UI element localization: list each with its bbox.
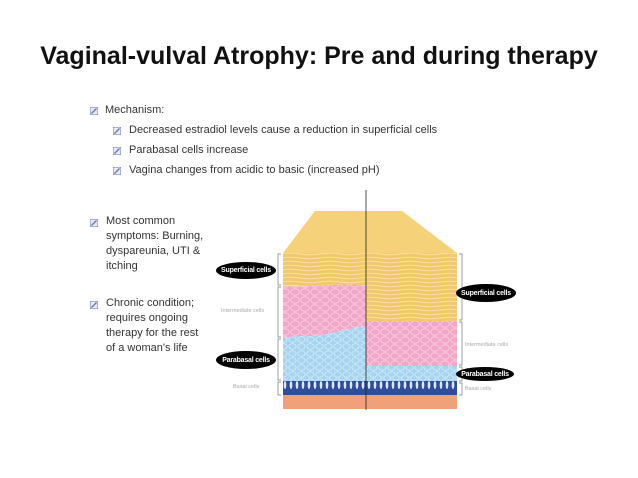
basal-layer [283, 381, 457, 395]
connective-tissue [283, 395, 457, 409]
bullet-mechanism: Mechanism: [105, 104, 165, 116]
bullet-icon [90, 107, 98, 115]
bullet-symptoms-line2: symptoms: Burning, [106, 230, 204, 242]
surface-layer [283, 211, 457, 253]
right-intermediate-cells-label: Intermediate cells [465, 342, 509, 348]
left-superficial-cells-label: Superficial cells [216, 262, 276, 279]
bullet-icon [113, 127, 121, 135]
parabasal-layer-during [366, 366, 457, 383]
parabasal-layer-pre [283, 326, 366, 383]
sub-bullet-parabasal: Parabasal cells increase [129, 144, 249, 156]
left-parabasal-cells-label: Parabasal cells [216, 351, 276, 369]
slide-title: Vaginal-vulval Atrophy: Pre and during t… [40, 42, 598, 70]
sub-bullet-estradiol: Decreased estradiol levels cause a reduc… [129, 124, 438, 136]
bullet-chronic-line1: Chronic condition; [106, 297, 195, 309]
intermediate-layer-during [366, 321, 457, 366]
bullet-symptoms-line1: Most common [106, 215, 176, 227]
intermediate-layer-pre [283, 284, 366, 338]
left-basal-cells-label: Basal cells [233, 384, 260, 390]
bullet-chronic-line2: requires ongoing [106, 312, 188, 324]
bullet-chronic-line4: of a woman's life [106, 342, 188, 354]
bullet-icon [113, 167, 121, 175]
bullet-symptoms-line4: itching [106, 260, 138, 272]
bullet-icon [90, 219, 98, 227]
bullet-symptoms-line3: dyspareunia, UTI & [106, 245, 201, 257]
bullet-icon [113, 147, 121, 155]
right-parabasal-cells-label: Parabasal cells [456, 367, 514, 381]
superficial-layer-pre [283, 253, 366, 287]
bullet-chronic-line3: therapy for the rest [106, 327, 199, 339]
sub-bullet-ph: Vagina changes from acidic to basic (inc… [129, 164, 380, 176]
bullet-icon [90, 301, 98, 309]
superficial-layer-during [366, 253, 457, 321]
right-basal-cells-label: Basal cells [465, 386, 492, 392]
left-intermediate-cells-label: Intermediate cells [221, 308, 265, 314]
right-superficial-cells-label: Superficial cells [456, 284, 516, 302]
